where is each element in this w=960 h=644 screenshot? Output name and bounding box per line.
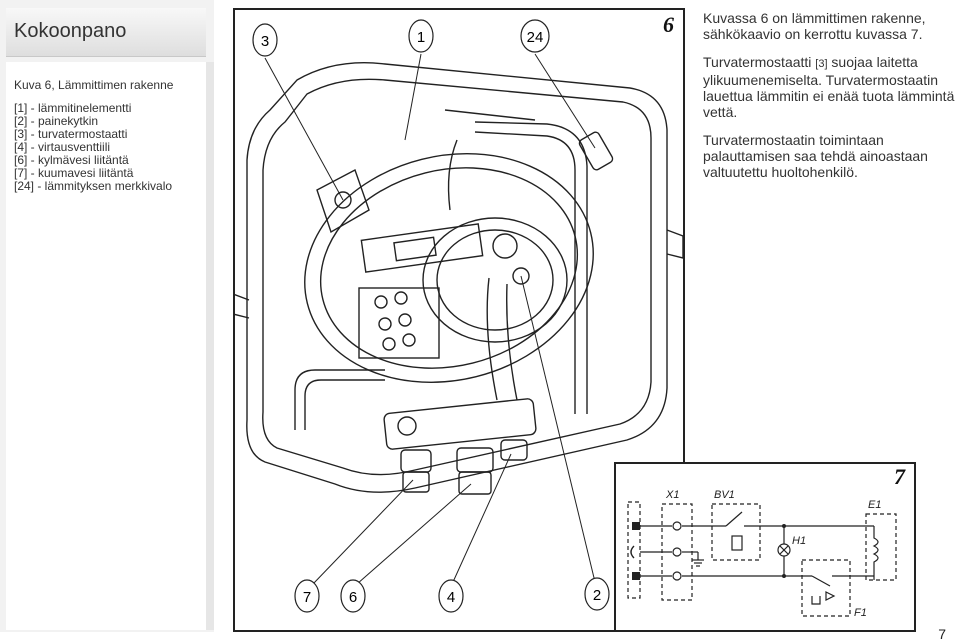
housing-outline [246,62,668,493]
legend-item: [3] - turvatermostaatti [14,127,128,141]
terminal-block [358,287,440,359]
pipe-left [294,369,385,430]
label-bv1: BV1 [714,489,735,501]
tank-inner [436,229,554,331]
parts-legend: [1] - lämmitinelementti [2] - painekytki… [14,102,172,193]
pipe-left-inner [304,379,385,430]
svg-text:6: 6 [349,589,357,606]
thermostat-block [360,223,484,273]
hot-water-connector [400,449,432,473]
legend-item: [6] - kylmävesi liitäntä [14,153,129,167]
heating-element-symbol [872,526,879,574]
terminal-screw [378,317,392,331]
indicator-lamp [578,131,614,171]
svg-text:2: 2 [593,587,601,604]
flow-valve-connector [500,439,528,461]
callout-7: 7 [294,579,320,613]
wire-2 [506,283,518,401]
svg-text:4: 4 [447,589,455,606]
safety-thermostat-knob [334,191,352,209]
callout-1: 1 [408,19,434,53]
label-h1: H1 [792,535,806,547]
terminal-n [672,571,682,581]
valve-manifold [383,398,537,450]
terminal-screw [394,291,408,305]
figure-6-number: 6 [663,12,674,37]
paragraph-thermostat-start: Turvatermostaatti [703,54,816,70]
plug-pin-n [632,572,640,580]
callout-3: 3 [252,23,278,57]
housing-inner-outline [262,78,652,476]
terminal-screw [374,295,388,309]
terminal-l [672,521,682,531]
description-text: Kuvassa 6 on lämmittimen rakenne, sähkök… [703,10,955,192]
terminal-pe [672,547,682,557]
plug-earth [630,545,635,559]
e1-box [865,513,897,581]
right-bracket [666,229,683,259]
sidebar-stripe [206,62,214,630]
callout-24: 24 [520,19,550,53]
cold-water-connector-nut [458,471,492,495]
paragraph-intro: Kuvassa 6 on lämmittimen rakenne, sähkök… [703,10,926,42]
callout-2: 2 [584,577,610,611]
valve-fitting [397,416,417,436]
tank-fitting [492,233,518,259]
f1-box [801,559,851,617]
legend-item: [24] - lämmityksen merkkivalo [14,179,173,193]
wiring-diagram: X1 BV1 E1 H1 F1 [627,489,897,619]
pipe-right-inner [474,121,588,414]
heater-structure-figure: 3 1 24 7 6 4 2 6 [233,8,685,632]
wiring-diagram-figure: X1 BV1 E1 H1 F1 7 [614,462,916,632]
legend-item: [1] - lämmitinelementti [14,101,132,115]
part-reference: [3] [815,58,828,70]
hot-water-connector-nut [402,471,430,493]
label-e1: E1 [868,499,881,511]
figure-7-number: 7 [894,464,905,489]
bv1-box [711,503,761,561]
heating-element-ring-outer [304,153,594,383]
svg-text:7: 7 [303,589,311,606]
tank-outer [422,217,568,343]
legend-item: [7] - kuumavesi liitäntä [14,166,134,180]
legend-item: [2] - painekytkin [14,114,99,128]
f1-contact [811,575,831,587]
svg-text:1: 1 [417,29,425,46]
left-bracket [235,294,250,319]
svg-text:24: 24 [527,29,544,46]
paragraph-thermostat: Turvatermostaatti [3] suojaa laitetta yl… [703,54,955,120]
terminal-screw [382,337,396,351]
sidebar-title: Kokoonpano [14,20,127,42]
plug-pin-l [632,522,640,530]
legend-item: [4] - virtausventtiili [14,140,111,154]
callout-4: 4 [438,579,464,613]
pipe-top [444,109,536,121]
terminal-screw [402,333,416,347]
sidebar-panel [6,62,206,630]
sidebar-title-bar [6,8,206,57]
svg-text:3: 3 [261,33,269,50]
bv1-contact [725,511,743,527]
sensor-wire [447,139,458,211]
sidebar: Kokoonpano Kuva 6, Lämmittimen rakenne [… [0,0,214,632]
label-x1: X1 [665,489,679,501]
thermostat-body [393,236,437,262]
paragraph-thermostat-end: suojaa laitetta ylikuumenemiselta. Turva… [703,54,955,120]
safety-thermostat [316,169,370,234]
page-number: 7 [938,626,946,642]
figure-caption: Kuva 6, Lämmittimen rakenne [14,78,174,92]
paragraph-reset: Turvatermostaatin toimintaan palauttamis… [703,132,928,180]
plug-box [627,501,641,599]
tank-port [512,267,530,285]
label-f1: F1 [854,607,867,619]
terminal-screw [398,313,412,327]
pipe-right [474,131,576,414]
callout-6: 6 [340,579,366,613]
heater-drawing: 3 1 24 7 6 4 2 [235,19,683,613]
wire-1 [486,277,498,401]
